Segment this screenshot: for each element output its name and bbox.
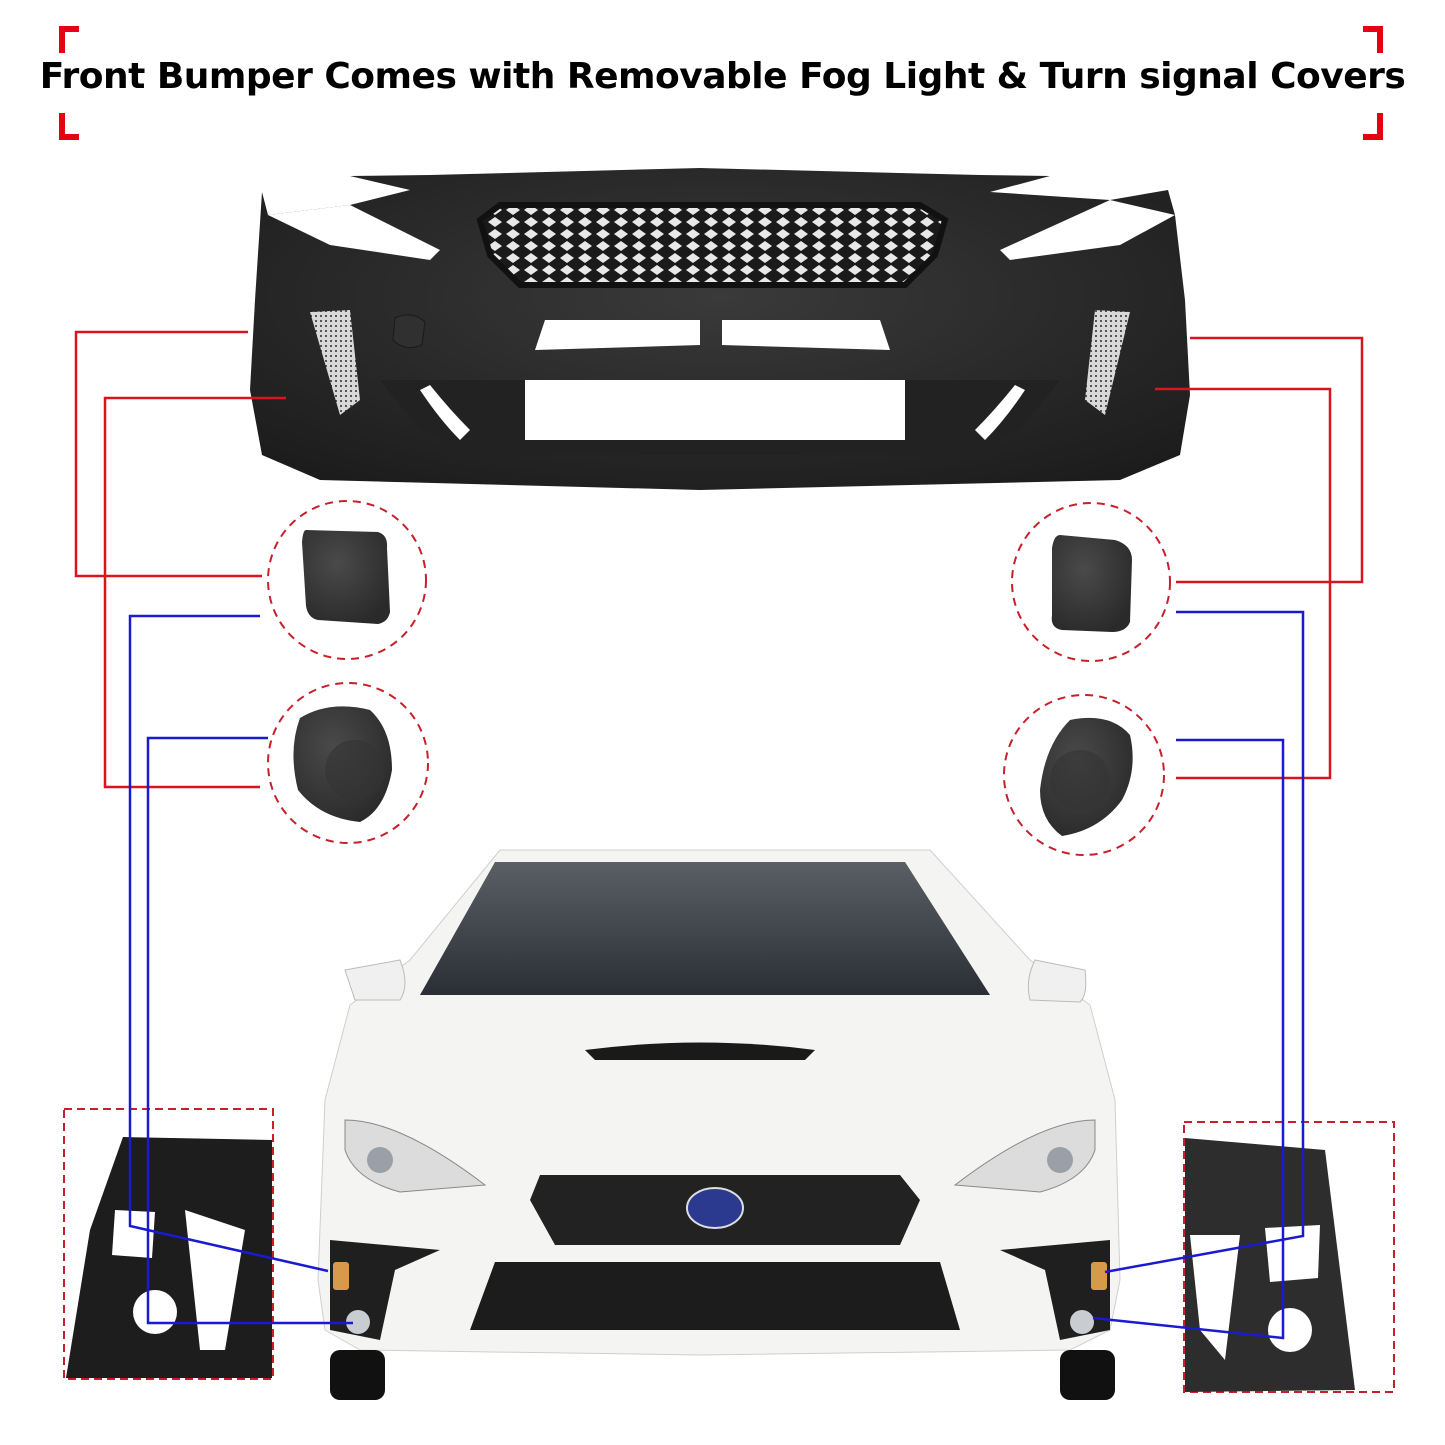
red-connector-lines (74, 330, 1364, 789)
bumper-opening (535, 320, 700, 350)
dashed-circle (1011, 502, 1171, 662)
left-turn-signal-cover-callout (267, 500, 427, 660)
connector-right-fog-cover (1155, 387, 1332, 780)
right-bumper-corner-detail (1183, 1121, 1395, 1393)
vehicle-image (317, 849, 1121, 1400)
bumper-left-vent-mesh (310, 310, 360, 415)
car-right-projector (1047, 1147, 1073, 1173)
left-bumper-corner-detail (63, 1108, 274, 1380)
bumper-opening (722, 320, 890, 350)
car-hood-scoop (585, 1042, 815, 1060)
bumper-tow-cover (392, 314, 426, 349)
right-turn-signal-cover-callout (1011, 502, 1171, 662)
corner-opening (1265, 1225, 1320, 1282)
car-left-tire (330, 1350, 385, 1400)
dashed-circle (1003, 694, 1165, 856)
car-right-headlight (953, 1119, 1096, 1193)
page-title: Front Bumper Comes with Removable Fog Li… (39, 56, 1406, 97)
blue-connector-lines (128, 610, 1305, 1340)
car-windshield (420, 862, 990, 995)
bumper-left-slit (420, 385, 470, 440)
bumper-corner-image (66, 1137, 272, 1378)
bracket-top-right (1363, 26, 1383, 32)
bracket-top-right (1377, 26, 1383, 53)
front-bumper-image (250, 168, 1190, 490)
bumper-lower-opening (525, 380, 905, 440)
connector-right-fog-light (1092, 738, 1285, 1340)
car-left-turn-signal (333, 1262, 349, 1290)
bracket-bottom-left (59, 134, 79, 140)
dashed-frame (63, 1108, 274, 1380)
car-left-mirror (344, 959, 406, 1001)
car-right-tire (1060, 1350, 1115, 1400)
right-fog-light-cover-callout (1003, 694, 1165, 856)
corner-opening (112, 1210, 155, 1258)
bracket-bottom-right (1377, 113, 1383, 140)
car-left-headlight (344, 1119, 487, 1193)
connector-left-fog-cover (103, 396, 286, 789)
connector-left-turn-signal (128, 614, 329, 1273)
connector-left-fog-light (146, 736, 353, 1325)
connector-left-turn-cover (74, 330, 262, 578)
car-right-fog-light (1070, 1310, 1094, 1334)
corner-fog-hole (133, 1290, 177, 1334)
dashed-circle (267, 500, 427, 660)
corner-opening (185, 1210, 245, 1350)
dashed-circle (267, 682, 429, 844)
left-fog-light-cover-callout (267, 682, 429, 844)
car-right-turn-signal (1091, 1262, 1107, 1290)
connector-right-turn-cover (1176, 336, 1364, 584)
car-right-mirror (1027, 959, 1087, 1003)
header: Front Bumper Comes with Removable Fog Li… (0, 0, 1445, 150)
fog-cover-boss (325, 740, 385, 800)
car-lower-intake (470, 1262, 960, 1330)
car-left-fog-light (346, 1310, 370, 1334)
bumper-right-slit (975, 385, 1025, 440)
bracket-top-left (59, 26, 65, 53)
turn-signal-cover-image (302, 530, 390, 624)
car-left-projector (367, 1147, 393, 1173)
bracket-top-left (59, 26, 79, 32)
bumper-right-headlight-cutout (1000, 200, 1175, 260)
fog-cover-boss (1050, 750, 1110, 810)
bumper-right-vent-mesh (1085, 310, 1130, 415)
turn-signal-cover-image (1051, 535, 1132, 632)
corner-fog-hole (1268, 1308, 1312, 1352)
bumper-upper-grille (476, 202, 949, 288)
bumper-left-headlight-cutout (268, 205, 440, 260)
car-emblem (686, 1187, 744, 1229)
bracket-bottom-left (59, 113, 65, 140)
connector-right-turn-signal (1104, 610, 1305, 1274)
bracket-bottom-right (1363, 134, 1383, 140)
